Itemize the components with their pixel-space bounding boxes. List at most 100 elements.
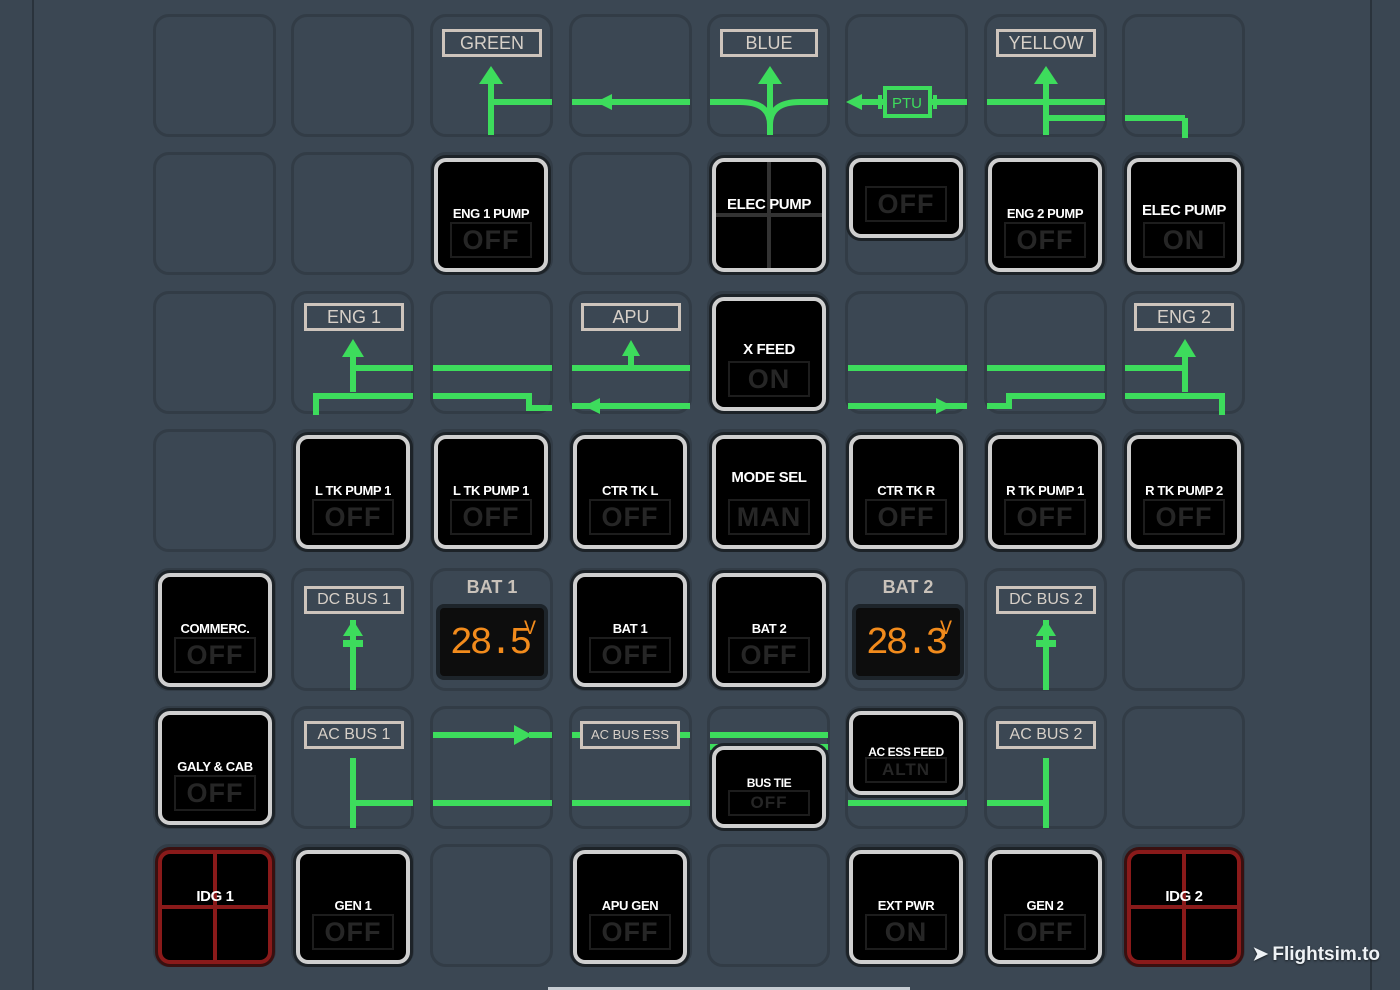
ac-ess-feed-status: ALTN	[865, 757, 947, 783]
ac-bus-2-tag: AC BUS 2	[996, 721, 1096, 749]
bus-tie-status: OFF	[728, 790, 810, 816]
r-tk-pump-1-button[interactable]: R TK PUMP 1 OFF	[988, 435, 1102, 549]
eng1-pump-label: ENG 1 PUMP	[452, 206, 530, 221]
mode-sel-status: MAN	[728, 499, 810, 535]
elec-pump-yellow-button[interactable]: ELEC PUMP ON	[1127, 158, 1241, 272]
ext-pwr-button[interactable]: EXT PWR ON	[849, 850, 963, 964]
bat2-status: OFF	[728, 637, 810, 673]
l-tk-pump-2-label: L TK PUMP 1	[452, 483, 530, 498]
scrollbar[interactable]	[548, 987, 910, 990]
eng1-pump-button[interactable]: ENG 1 PUMP OFF	[434, 158, 548, 272]
idg2-button[interactable]: IDG 2	[1127, 850, 1241, 964]
bat2-button[interactable]: BAT 2 OFF	[712, 573, 826, 687]
eng2-fuel-tag: ENG 2	[1134, 303, 1234, 331]
bat1-unit: V	[524, 618, 537, 641]
cross-h	[716, 213, 822, 217]
r-tk-pump-2-label: R TK PUMP 2	[1145, 483, 1223, 498]
r-tk-pump-1-status: OFF	[1004, 499, 1086, 535]
panel-cell	[569, 152, 692, 275]
x-feed-label: X FEED	[743, 341, 795, 358]
yellow-system-tag: YELLOW	[996, 29, 1096, 57]
dc-bus-1-tag: DC BUS 1	[304, 586, 404, 614]
gen2-status: OFF	[1004, 914, 1086, 950]
mode-sel-button[interactable]: MODE SEL MAN	[712, 435, 826, 549]
flightsim-watermark: ➤Flightsim.to	[1252, 943, 1380, 966]
r-tk-pump-1-label: R TK PUMP 1	[1006, 483, 1084, 498]
panel-cell	[984, 291, 1107, 414]
bat1-button[interactable]: BAT 1 OFF	[573, 573, 687, 687]
ac-bus-ess-tag: AC BUS ESS	[580, 721, 680, 749]
gen2-label: GEN 2	[1026, 898, 1064, 913]
bat1-status: OFF	[589, 637, 671, 673]
blue-system-tag: BLUE	[720, 29, 818, 57]
galy-cab-button[interactable]: GALY & CAB OFF	[158, 711, 272, 825]
idg1-cross-h	[162, 905, 268, 909]
ctr-tk-r-button[interactable]: CTR TK R OFF	[849, 435, 963, 549]
idg2-label: IDG 2	[1165, 888, 1203, 905]
panel-cell	[153, 291, 276, 414]
bat1-voltage: 28.5	[450, 622, 532, 665]
panel-cell	[153, 14, 276, 137]
panel-cell	[291, 14, 414, 137]
eng2-pump-button[interactable]: ENG 2 PUMP OFF	[988, 158, 1102, 272]
ctr-tk-r-label: CTR TK R	[877, 483, 935, 498]
panel-cell	[845, 291, 968, 414]
idg1-button[interactable]: IDG 1	[158, 850, 272, 964]
eng2-pump-status: OFF	[1004, 222, 1086, 258]
commerc-label: COMMERC.	[180, 621, 250, 636]
apu-gen-label: APU GEN	[601, 898, 659, 913]
ptu-button[interactable]: OFF	[849, 158, 963, 238]
bat2-unit: V	[940, 618, 953, 641]
mode-sel-label: MODE SEL	[731, 469, 807, 486]
galy-cab-status: OFF	[174, 775, 256, 811]
gen1-label: GEN 1	[334, 898, 372, 913]
panel-cell	[1122, 568, 1245, 691]
panel-cell	[430, 706, 553, 829]
apu-fuel-tag: APU	[581, 303, 681, 331]
elec-pump-blue-button[interactable]: ELEC PUMP	[712, 158, 826, 272]
x-feed-status: ON	[728, 361, 810, 397]
apu-gen-status: OFF	[589, 914, 671, 950]
commerc-button[interactable]: COMMERC. OFF	[158, 573, 272, 687]
panel-cell	[153, 152, 276, 275]
idg1-label: IDG 1	[196, 888, 234, 905]
l-tk-pump-2-button[interactable]: L TK PUMP 1 OFF	[434, 435, 548, 549]
apu-gen-button[interactable]: APU GEN OFF	[573, 850, 687, 964]
gen2-button[interactable]: GEN 2 OFF	[988, 850, 1102, 964]
gen1-button[interactable]: GEN 1 OFF	[296, 850, 410, 964]
paper-plane-icon: ➤	[1252, 944, 1269, 965]
elec-pump-yellow-status: ON	[1143, 222, 1225, 258]
ctr-tk-r-status: OFF	[865, 499, 947, 535]
idg2-cross-h	[1131, 905, 1237, 909]
elec-pump-blue-label: ELEC PUMP	[727, 196, 811, 213]
l-tk-pump-1-status: OFF	[312, 499, 394, 535]
ctr-tk-l-label: CTR TK L	[601, 483, 658, 498]
x-feed-button[interactable]: X FEED ON	[712, 297, 826, 411]
bat1-title: BAT 1	[466, 577, 518, 597]
gen1-status: OFF	[312, 914, 394, 950]
panel-cell	[1122, 706, 1245, 829]
eng1-pump-status: OFF	[450, 222, 532, 258]
ac-bus-1-tag: AC BUS 1	[304, 721, 404, 749]
eng2-pump-label: ENG 2 PUMP	[1006, 206, 1084, 221]
l-tk-pump-2-status: OFF	[450, 499, 532, 535]
l-tk-pump-1-button[interactable]: L TK PUMP 1 OFF	[296, 435, 410, 549]
ptu-status: OFF	[865, 186, 947, 222]
ext-pwr-status: ON	[865, 914, 947, 950]
panel-cell	[153, 429, 276, 552]
ctr-tk-l-button[interactable]: CTR TK L OFF	[573, 435, 687, 549]
elec-pump-yellow-label: ELEC PUMP	[1142, 202, 1226, 219]
bat1-label: BAT 1	[612, 621, 648, 636]
r-tk-pump-2-button[interactable]: R TK PUMP 2 OFF	[1127, 435, 1241, 549]
bat2-voltage-display: 28.3 V	[852, 604, 964, 680]
commerc-status: OFF	[174, 637, 256, 673]
ctr-tk-l-status: OFF	[589, 499, 671, 535]
ac-ess-feed-label: AC ESS FEED	[868, 745, 944, 759]
panel-cell	[291, 152, 414, 275]
bus-tie-button[interactable]: BUS TIE OFF	[712, 746, 826, 828]
bat2-voltage: 28.3	[866, 622, 948, 665]
eng1-fuel-tag: ENG 1	[304, 303, 404, 331]
ext-pwr-label: EXT PWR	[877, 898, 935, 913]
ac-ess-feed-button[interactable]: AC ESS FEED ALTN	[849, 711, 963, 795]
brand-name: Flightsim.to	[1272, 944, 1380, 965]
